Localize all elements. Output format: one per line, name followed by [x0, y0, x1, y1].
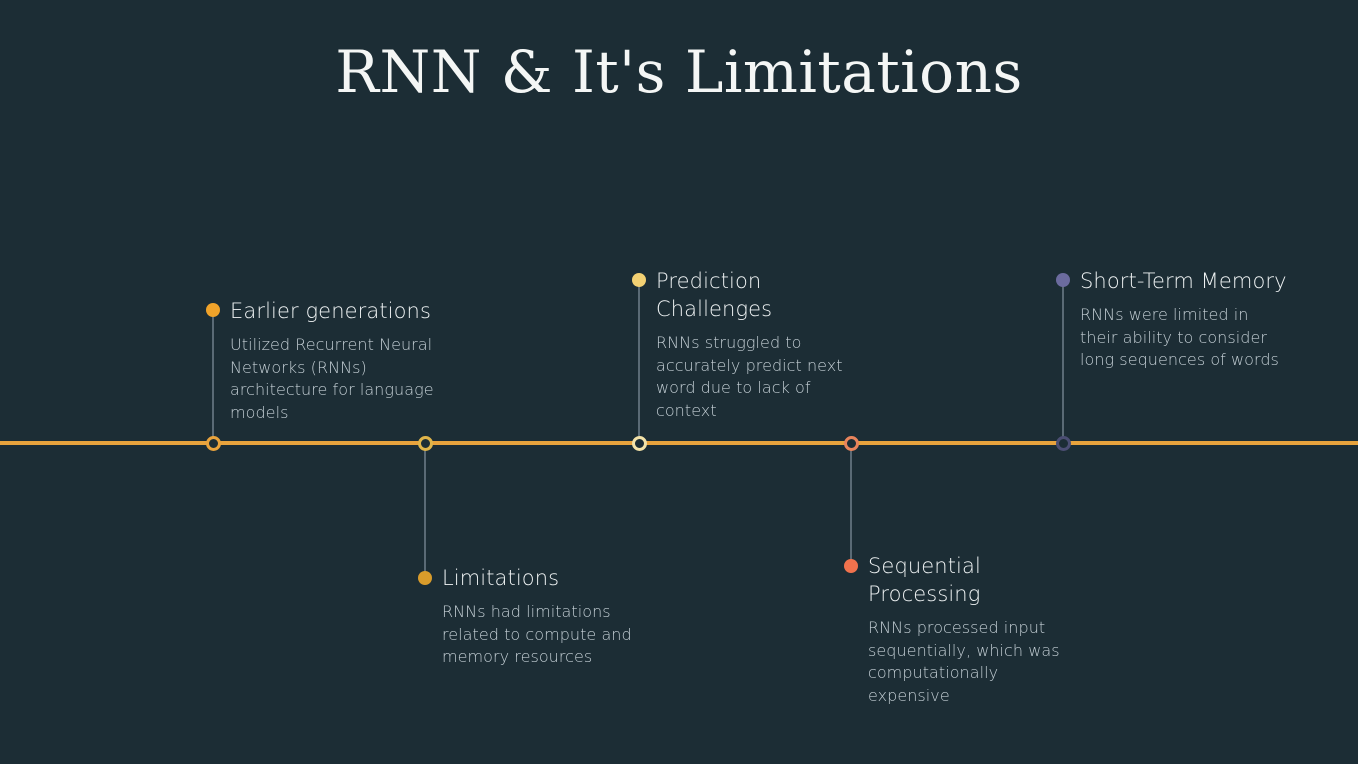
node-heading: Short-Term Memory: [1080, 269, 1287, 293]
axis-marker[interactable]: [844, 436, 859, 451]
node-text-block: Sequential Processing RNNs processed inp…: [868, 552, 1073, 707]
page-title: RNN & It's Limitations: [335, 38, 1023, 106]
node-dot: [632, 273, 646, 287]
node-body: RNNs struggled to accurately predict nex…: [656, 333, 843, 420]
connector-line: [424, 444, 426, 578]
connector-line: [212, 310, 214, 443]
node-heading: Sequential Processing: [868, 554, 981, 606]
connector-line: [1062, 280, 1064, 443]
node-text-block: Limitations RNNs had limitations related…: [442, 564, 657, 669]
node-dot: [844, 559, 858, 573]
node-text-block: Short-Term Memory RNNs were limited in t…: [1080, 267, 1290, 372]
node-dot: [206, 303, 220, 317]
node-dot: [418, 571, 432, 585]
timeline-axis: [0, 441, 1358, 445]
axis-marker[interactable]: [632, 436, 647, 451]
connector-line: [638, 280, 640, 443]
axis-marker[interactable]: [1056, 436, 1071, 451]
node-text-block: Earlier generations Utilized Recurrent N…: [230, 297, 445, 424]
node-body: RNNs had limitations related to compute …: [442, 602, 632, 667]
node-heading: Prediction Challenges: [656, 269, 773, 321]
node-dot: [1056, 273, 1070, 287]
node-body: RNNs processed input sequentially, which…: [868, 618, 1060, 705]
axis-marker[interactable]: [418, 436, 433, 451]
node-body: Utilized Recurrent Neural Networks (RNNs…: [230, 335, 434, 422]
connector-line: [850, 444, 852, 566]
node-heading: Limitations: [442, 566, 560, 590]
node-heading: Earlier generations: [230, 299, 431, 323]
node-body: RNNs were limited in their ability to co…: [1080, 305, 1279, 370]
node-text-block: Prediction Challenges RNNs struggled to …: [656, 267, 861, 422]
axis-marker[interactable]: [206, 436, 221, 451]
